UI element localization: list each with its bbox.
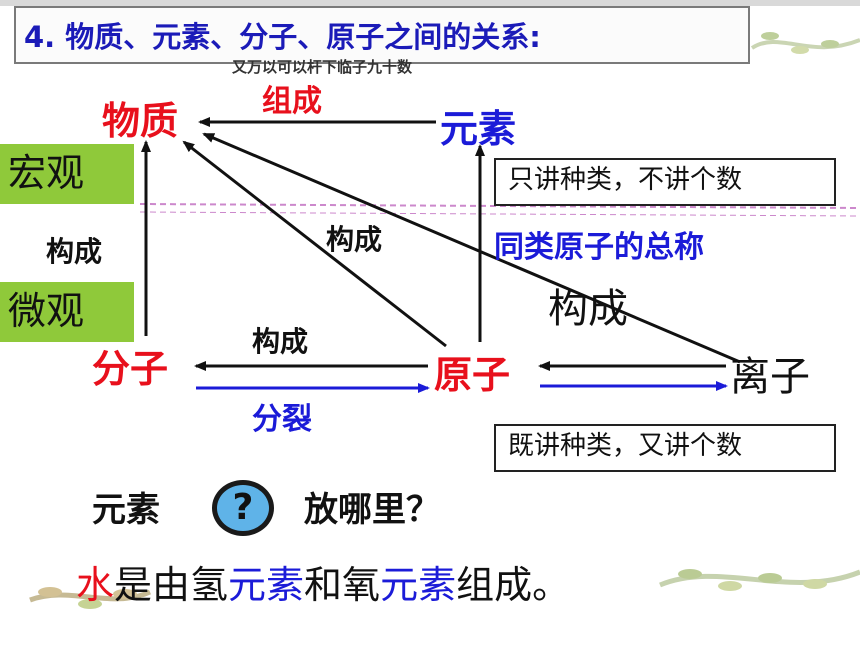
node-ion: 离子	[730, 354, 810, 400]
question-suffix: 放哪里？	[304, 490, 440, 530]
level-macro: 宏观	[0, 144, 134, 204]
label-compose: 组成	[262, 84, 322, 119]
node-molecule: 分子	[92, 347, 169, 391]
slide-title: 4. 物质、元素、分子、原子之间的关系:	[24, 20, 541, 54]
question-mark-icon: ?	[212, 480, 274, 536]
sentence-part-4: 和氧	[304, 563, 381, 607]
title-box	[14, 6, 750, 64]
vine-top-right	[750, 32, 860, 54]
title-partial-text: 又万以可以杆下临子九十数	[232, 58, 413, 76]
note-element-box: 只讲种类，不讲个数	[494, 158, 836, 206]
vine-bottom-left	[29, 587, 152, 609]
sentence-part-6: 组成。	[456, 563, 571, 607]
label-constitute-molecule: 构成	[252, 325, 309, 358]
label-constitute-diagonal: 构成	[326, 223, 383, 256]
sentence-element-1: 元素	[228, 563, 305, 607]
arrow-atom-to-matter	[182, 140, 447, 348]
header-strip	[0, 0, 860, 6]
sentence-element-2: 元素	[380, 563, 457, 607]
note-element-definition: 同类原子的总称	[494, 230, 704, 265]
label-constitute-ion: 构成	[548, 286, 628, 332]
note-atom-box: 既讲种类，又讲个数	[494, 424, 836, 472]
node-element: 元素	[440, 107, 517, 151]
sentence-part-2: 是由氢	[114, 563, 229, 607]
label-constitute-left: 构成	[46, 235, 103, 268]
label-split: 分裂	[252, 402, 312, 437]
question-prefix: 元素	[92, 490, 160, 530]
macro-micro-separator	[139, 203, 860, 209]
bottom-sentence: 水是由氢元素和氧元素组成。	[76, 554, 570, 609]
sentence-water: 水	[76, 563, 115, 607]
vine-bottom-right	[659, 569, 860, 591]
level-micro: 微观	[0, 282, 134, 342]
arrow-ion-to-matter	[202, 132, 741, 364]
node-matter: 物质	[102, 99, 179, 143]
node-atom: 原子	[434, 353, 511, 397]
